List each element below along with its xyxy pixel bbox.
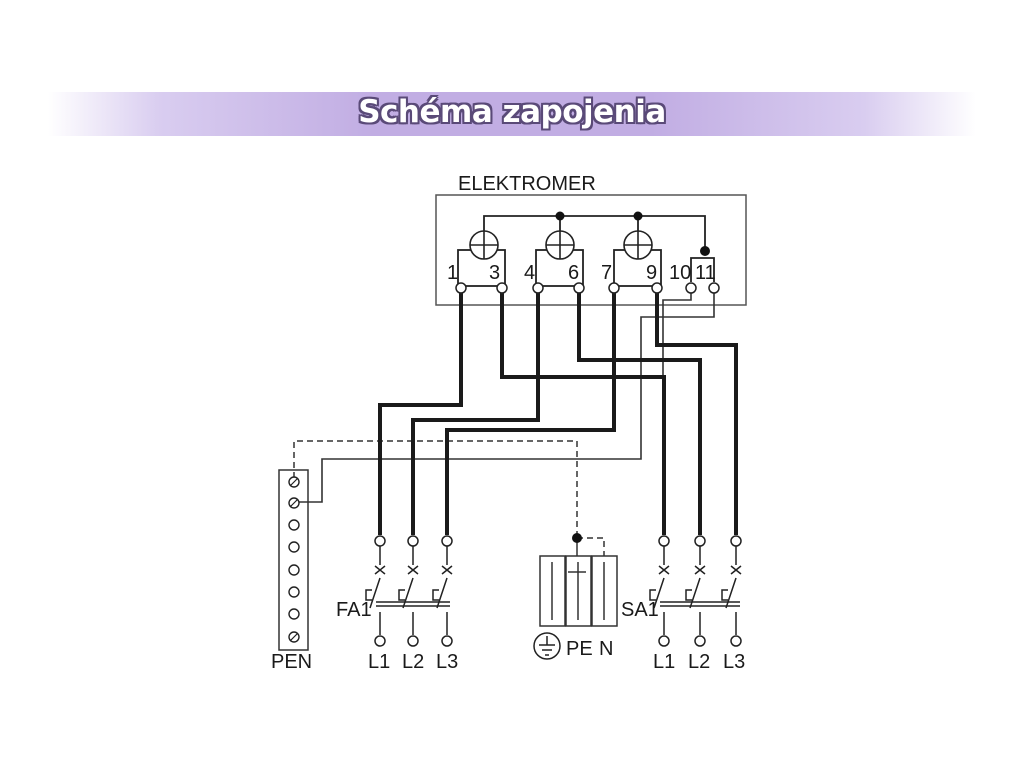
sa1-phase-l2: L2 <box>688 651 710 673</box>
fa1-phase-l1: L1 <box>368 651 390 673</box>
fa1-breaker <box>365 545 453 635</box>
meter-box <box>435 194 747 306</box>
sa1-label: SA1 <box>621 599 659 621</box>
pe-label: PE <box>566 638 593 660</box>
page-title: Schéma zapojenia <box>358 94 666 130</box>
meter-junctions <box>555 211 710 256</box>
meter-terminals <box>455 282 720 294</box>
terminal-label: 4 <box>524 262 535 284</box>
thick-wires <box>378 292 738 535</box>
fa1-terminals <box>374 535 453 647</box>
terminal-label: 3 <box>489 262 500 284</box>
n-label: N <box>599 638 613 660</box>
terminal-label: 1 <box>447 262 458 284</box>
sa1-switch <box>649 545 742 635</box>
neutral-block <box>539 540 618 627</box>
pen-bar <box>278 469 309 651</box>
terminal-label: 11 <box>695 262 716 284</box>
pen-bar-label: PEN <box>271 651 312 673</box>
meter-label: ELEKTROMER <box>458 173 596 195</box>
terminal-label: 9 <box>646 262 657 284</box>
terminal-label: 7 <box>601 262 612 284</box>
fa1-label: FA1 <box>336 599 372 621</box>
meter-terminal-labels: 1 3 4 6 7 9 10 11 <box>447 262 716 284</box>
sa1-terminals <box>658 535 742 647</box>
sa1-phase-l3: L3 <box>723 651 745 673</box>
fa1-phase-l3: L3 <box>436 651 458 673</box>
fa1-phase-l2: L2 <box>402 651 424 673</box>
meter-coils <box>469 230 653 260</box>
pe-junction <box>572 533 582 543</box>
sa1-phase-l1: L1 <box>653 651 675 673</box>
terminal-label: 6 <box>568 262 579 284</box>
title-banner <box>48 92 976 136</box>
ground-icon <box>533 632 561 660</box>
terminal-label: 10 <box>669 262 691 284</box>
